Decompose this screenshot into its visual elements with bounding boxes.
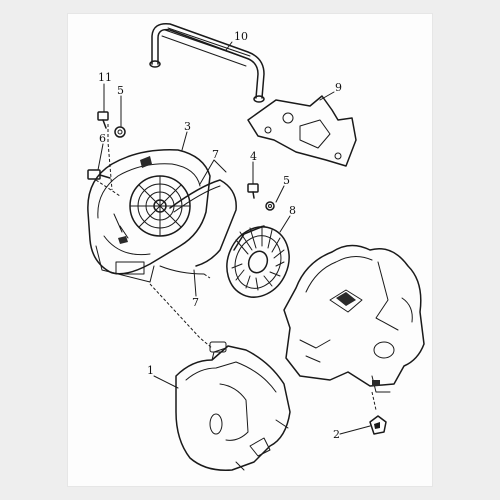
callout-8: 8	[289, 204, 296, 217]
part-11-screw	[97, 111, 109, 129]
callout-5-lower: 5	[283, 174, 290, 187]
leader-lines	[97, 41, 371, 435]
callout-9: 9	[335, 81, 342, 94]
callout-5: 5	[117, 84, 124, 97]
callout-7: 7	[212, 148, 219, 161]
callout-10: 10	[234, 30, 248, 43]
part-2-clip	[369, 415, 387, 435]
callout-3: 3	[184, 120, 191, 133]
part-7-wires	[159, 179, 237, 279]
part-4-screw	[247, 183, 259, 199]
callout-labels: 10 9 11 5 3 6 7 4 5 8 7 1 2	[98, 30, 342, 441]
callout-4: 4	[250, 150, 257, 163]
part-8-rotor	[226, 225, 290, 298]
callout-1: 1	[147, 364, 154, 377]
callout-2: 2	[333, 428, 340, 441]
callout-11: 11	[98, 71, 112, 84]
part-9-gasket	[247, 95, 357, 167]
engine-block	[283, 244, 425, 411]
callout-6: 6	[99, 132, 106, 145]
part-10-tube	[149, 23, 265, 103]
part-1-cover	[175, 341, 291, 471]
part-3-fan-housing	[87, 124, 213, 349]
part-5-washer	[114, 126, 126, 138]
part-5-washer-b	[265, 201, 275, 211]
callout-7-lower: 7	[192, 296, 199, 309]
